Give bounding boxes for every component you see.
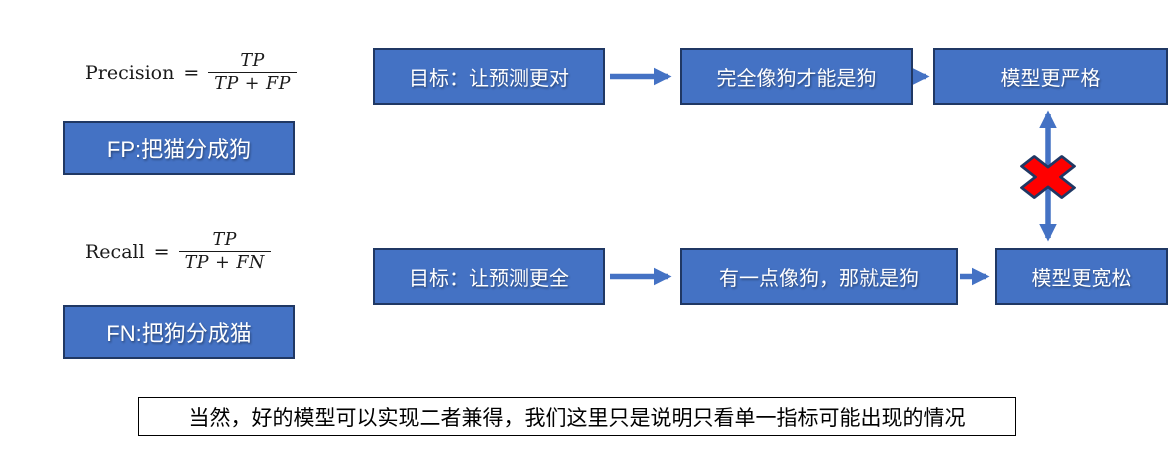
precision-fraction-denominator: TP + FP [208, 72, 297, 95]
flow-bottom-step2-box: 有一点像狗，那就是狗 [680, 248, 958, 305]
fn-definition-box: FN:把狗分成猫 [63, 305, 295, 359]
flow-top-step3-label: 模型更严格 [1000, 68, 1101, 90]
recall-formula: Recall = TP TP + FN [85, 229, 271, 275]
red-cross-icon [1020, 155, 1076, 199]
flow-top-step1-box: 目标：让预测更对 [373, 48, 605, 105]
flow-top-step2-box: 完全像狗才能是狗 [680, 48, 913, 105]
recall-formula-lhs: Recall [85, 241, 145, 263]
recall-fraction-denominator: TP + FN [178, 251, 271, 274]
recall-fraction-numerator: TP [212, 230, 237, 250]
flow-bottom-step3-box: 模型更宽松 [995, 248, 1168, 305]
precision-fraction-numerator: TP [240, 51, 265, 71]
flow-top-step2-label: 完全像狗才能是狗 [716, 68, 877, 90]
flow-bottom-step1-label: 目标：让预测更全 [409, 268, 569, 290]
fn-definition-label: FN:把狗分成猫 [106, 321, 252, 346]
recall-equals-sign: = [153, 241, 170, 263]
note-text: 当然，好的模型可以实现二者兼得，我们这里只是说明只看单一指标可能出现的情况 [188, 406, 966, 430]
note-box: 当然，好的模型可以实现二者兼得，我们这里只是说明只看单一指标可能出现的情况 [138, 397, 1016, 436]
flow-top-step3-box: 模型更严格 [933, 48, 1168, 105]
precision-formula-lhs: Precision [85, 62, 175, 84]
fp-definition-label: FP:把猫分成狗 [106, 137, 252, 162]
fp-definition-box: FP:把猫分成狗 [63, 121, 295, 175]
flow-top-step1-label: 目标：让预测更对 [409, 68, 569, 90]
precision-fraction: TP TP + FP [208, 51, 297, 95]
flow-bottom-step3-label: 模型更宽松 [1031, 268, 1132, 290]
precision-formula: Precision = TP TP + FP [85, 50, 297, 96]
flow-bottom-step1-box: 目标：让预测更全 [373, 248, 605, 305]
flow-bottom-step2-label: 有一点像狗，那就是狗 [719, 268, 919, 290]
precision-equals-sign: = [183, 62, 200, 84]
recall-fraction: TP TP + FN [178, 230, 271, 274]
